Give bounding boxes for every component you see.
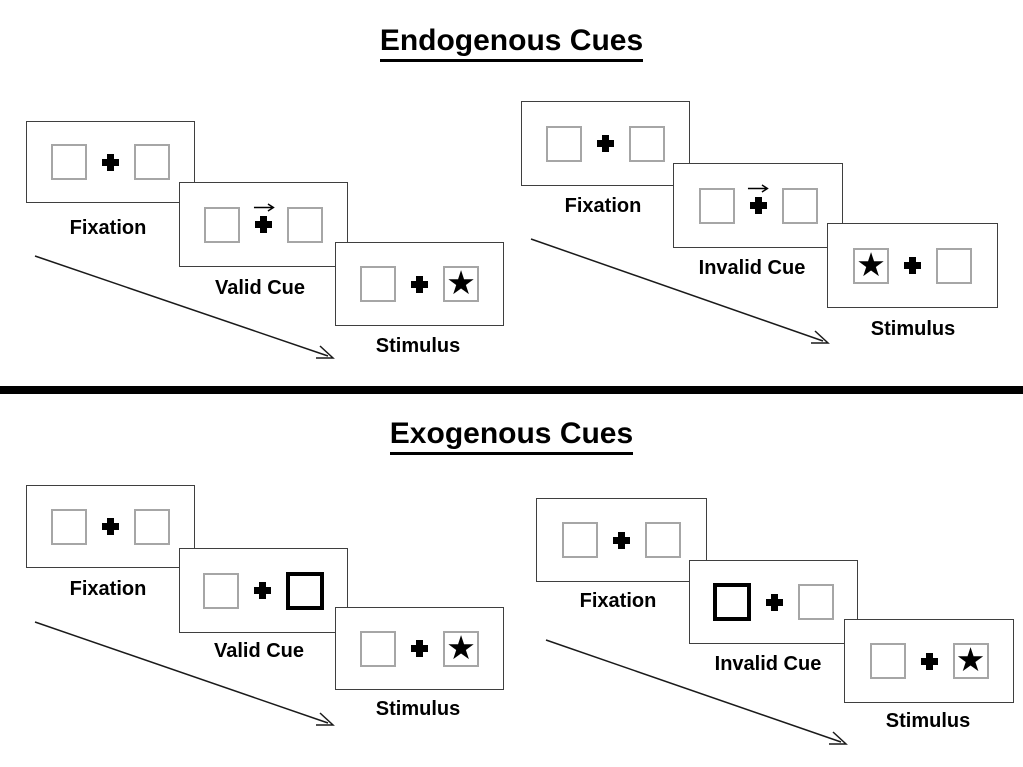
placeholder-box-left [51,144,87,180]
fixation-cross-icon [254,582,271,599]
placeholder-box-left [204,206,240,243]
placeholder-box-right [781,187,818,224]
highlight-cue-box-left [713,583,751,621]
fixation-cross-icon [411,640,428,657]
fixation-cross-icon [102,153,119,171]
target-box-right: ★ [443,266,479,302]
placeholder-box-left [546,125,582,162]
placeholder-box-right [645,522,681,558]
timeline-arrow-icon [545,639,848,745]
fixation-panel [26,121,195,203]
timeline-arrow-icon [34,255,335,359]
fixation-cross-icon [255,216,272,233]
fixation-cross-icon [920,652,938,670]
cue-arrow-icon [253,203,275,212]
placeholder-box-right [798,584,834,620]
section-title-endogenous: Endogenous Cues [379,24,644,62]
valid-cue-panel [179,548,348,633]
panel-label: Invalid Cue [698,257,806,279]
stimulus-panel: ★ [827,223,998,308]
placeholder-box-right [936,247,972,284]
highlight-cue-box-right [286,571,324,610]
section-divider [0,386,1023,394]
cue-cross-group [747,184,769,214]
panel-label: Stimulus [375,698,461,720]
panel-label: Valid Cue [213,640,305,662]
placeholder-box-left [51,508,87,545]
stimulus-panel: ★ [335,607,504,690]
invalid-cue-panel [689,560,858,644]
star-stimulus-icon: ★ [856,245,886,283]
panel-label: Valid Cue [214,277,306,299]
placeholder-box-right [287,206,323,243]
valid-cue-panel [179,182,348,267]
placeholder-box-left [562,522,598,558]
star-stimulus-icon: ★ [446,628,476,666]
fixation-panel [26,485,195,568]
panel-label: Invalid Cue [714,653,822,675]
stimulus-panel: ★ [844,619,1014,703]
placeholder-box-left [203,572,239,609]
target-box-left: ★ [853,245,889,284]
placeholder-box-left [698,187,735,224]
timeline-arrow-icon [34,621,335,726]
placeholder-box-right [629,125,665,162]
fixation-cross-icon [904,257,921,274]
panel-label: Fixation [69,217,147,239]
panel-label: Fixation [564,195,642,217]
timeline-arrow-icon [530,238,830,344]
star-stimulus-icon: ★ [955,641,986,678]
section-title-exogenous: Exogenous Cues [389,417,634,455]
cue-cross-group [253,203,275,233]
fixation-cross-icon [749,197,767,214]
exogenous-title-row: Exogenous Cues [0,417,1023,455]
placeholder-box-left [360,266,396,302]
placeholder-box-left [869,643,906,679]
fixation-cross-icon [766,593,783,611]
panel-label: Fixation [579,590,657,612]
panel-label: Fixation [69,578,147,600]
placeholder-box-right [134,144,170,180]
placeholder-box-right [134,508,170,545]
cue-arrow-icon [747,184,769,193]
fixation-cross-icon [613,531,630,549]
star-stimulus-icon: ★ [446,264,476,301]
target-box-right: ★ [952,641,989,679]
stimulus-panel: ★ [335,242,504,326]
fixation-panel [536,498,707,582]
endogenous-title-row: Endogenous Cues [0,24,1023,62]
panel-label: Stimulus [375,335,461,357]
fixation-panel [521,101,690,186]
fixation-cross-icon [102,518,119,535]
fixation-cross-icon [411,275,428,293]
panel-label: Stimulus [870,318,956,340]
fixation-cross-icon [597,135,614,152]
invalid-cue-panel [673,163,843,248]
target-box-right: ★ [443,628,479,667]
placeholder-box-left [360,630,396,667]
panel-label: Stimulus [885,710,971,732]
